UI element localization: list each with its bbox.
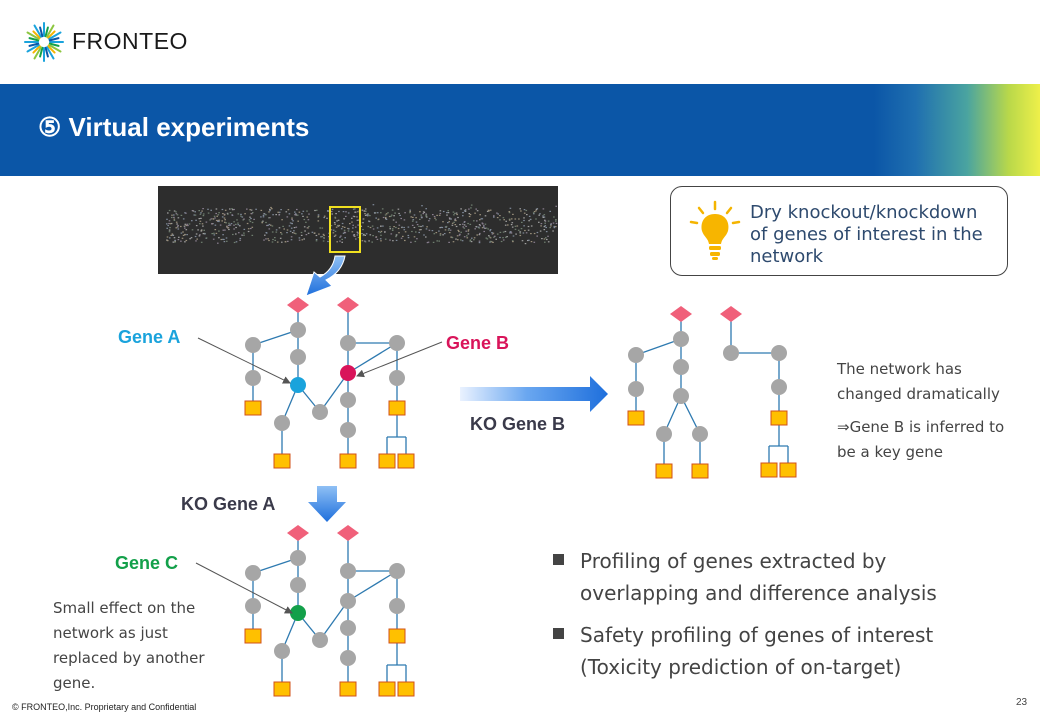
square-node <box>339 453 357 469</box>
gene-node <box>673 388 689 404</box>
gene-node <box>312 632 328 648</box>
gene-node <box>673 331 689 347</box>
diamond-node <box>337 525 359 541</box>
square-node <box>273 681 291 697</box>
bullet-marker <box>553 628 564 639</box>
gene-node <box>340 365 356 381</box>
square-node <box>627 410 645 426</box>
callout-text: Dry knockout/knockdown of genes of inter… <box>750 202 983 267</box>
diamond-node <box>287 525 309 541</box>
bullet-item: Profiling of genes extracted by overlapp… <box>580 549 937 605</box>
gene-node <box>771 345 787 361</box>
square-node <box>378 453 396 469</box>
square-node <box>388 628 406 644</box>
square-node <box>244 400 262 416</box>
gene-node <box>340 563 356 579</box>
gene-node <box>389 335 405 351</box>
gene-node <box>692 426 708 442</box>
gene-node <box>628 381 644 397</box>
gene-node <box>312 404 328 420</box>
bullet-marker <box>553 554 564 565</box>
gene-node <box>245 565 261 581</box>
bullet-item: Safety profiling of genes of interest (T… <box>580 623 934 679</box>
gene-node <box>340 593 356 609</box>
square-node <box>760 462 778 478</box>
diamond-node <box>337 297 359 313</box>
square-node <box>397 453 415 469</box>
square-node <box>691 463 709 479</box>
gene-node <box>673 359 689 375</box>
gene-node <box>290 550 306 566</box>
gene-node <box>389 563 405 579</box>
gene-node <box>274 415 290 431</box>
gene-node <box>290 377 306 393</box>
gene-node <box>290 349 306 365</box>
gene-node <box>340 335 356 351</box>
footer-copyright: © FRONTEO,Inc. Proprietary and Confident… <box>12 702 197 712</box>
gene-node <box>389 598 405 614</box>
page-number: 23 <box>1016 697 1028 708</box>
gene-node <box>771 379 787 395</box>
gene-node <box>290 322 306 338</box>
gene-node <box>656 426 672 442</box>
gene-node <box>245 337 261 353</box>
lightbulb-icon <box>689 200 741 260</box>
gene-node <box>628 347 644 363</box>
zoom-arrow-icon <box>305 255 346 297</box>
gene-node <box>723 345 739 361</box>
square-node <box>388 400 406 416</box>
network-changed-note: The network has changed dramatically <box>837 360 1000 403</box>
diamond-node <box>287 297 309 313</box>
gene-node <box>389 370 405 386</box>
page-title: ⑤ Virtual experiments <box>38 112 310 142</box>
ko-gene-a-label: KO Gene A <box>181 494 276 514</box>
gene-node <box>340 392 356 408</box>
gene-node <box>274 643 290 659</box>
gene-b-label: Gene B <box>446 333 510 353</box>
gene-node <box>340 422 356 438</box>
diamond-node <box>720 306 742 322</box>
arrow-right-icon <box>460 376 608 412</box>
gene-node <box>245 598 261 614</box>
network-overview-image <box>158 186 558 274</box>
square-node <box>339 681 357 697</box>
square-node <box>397 681 415 697</box>
square-node <box>779 462 797 478</box>
arrow-down-icon <box>308 486 346 522</box>
square-node <box>273 453 291 469</box>
square-node <box>655 463 673 479</box>
gene-node <box>340 620 356 636</box>
gene-node <box>290 577 306 593</box>
key-gene-note: ⇒Gene B is inferred to be a key gene <box>837 418 1005 461</box>
small-effect-note: Small effect on the network as just repl… <box>53 599 205 692</box>
fronteo-logo-icon <box>24 22 64 62</box>
zoom-selection-box <box>329 206 361 253</box>
square-node <box>770 410 788 426</box>
gene-a-label: Gene A <box>118 327 181 347</box>
brand-name: FRONTEO <box>72 28 188 54</box>
title-banner <box>0 84 1040 176</box>
gene-node <box>340 650 356 666</box>
gene-c-label: Gene C <box>115 553 179 573</box>
diamond-node <box>670 306 692 322</box>
square-node <box>378 681 396 697</box>
ko-gene-b-label: KO Gene B <box>470 414 566 434</box>
square-node <box>244 628 262 644</box>
gene-node <box>245 370 261 386</box>
gene-node <box>290 605 306 621</box>
